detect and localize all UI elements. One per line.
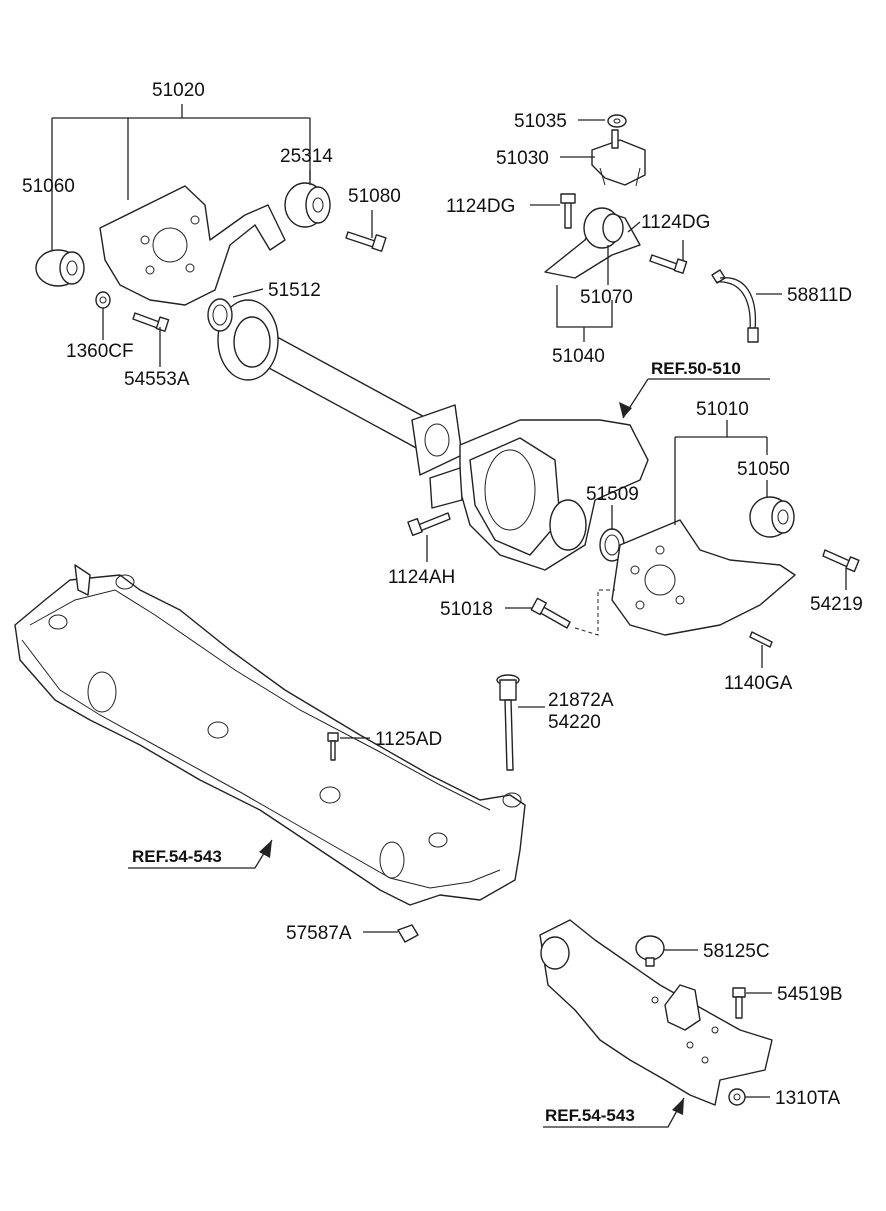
label-51030: 51030 bbox=[496, 148, 549, 169]
crossmember-frame bbox=[14, 564, 526, 906]
ref-50-510-label: REF.50-510 bbox=[651, 359, 741, 378]
clip-57587A bbox=[397, 924, 419, 943]
label-51035: 51035 bbox=[514, 111, 567, 132]
ref-54-543-bottom-label: REF.54-543 bbox=[545, 1106, 635, 1125]
ref-54-543-left-label: REF.54-543 bbox=[132, 847, 222, 866]
label-51512: 51512 bbox=[268, 280, 321, 301]
label-51060: 51060 bbox=[22, 176, 75, 197]
rear-mount-bracket bbox=[611, 519, 796, 636]
bolt-51080 bbox=[345, 231, 387, 252]
mount-bracket-51030 bbox=[591, 129, 646, 187]
label-1140GA: 1140GA bbox=[724, 673, 793, 694]
reference-labels: REF.50-510 REF.54-543 REF.54-543 bbox=[132, 359, 741, 1125]
label-54519B: 54519B bbox=[777, 984, 843, 1005]
label-51509: 51509 bbox=[586, 484, 639, 505]
label-51070: 51070 bbox=[580, 287, 633, 308]
label-51020: 51020 bbox=[152, 80, 205, 101]
label-51040: 51040 bbox=[552, 346, 605, 367]
bolt-21872A bbox=[496, 674, 520, 771]
lower-support-bracket bbox=[539, 919, 773, 1106]
differential-housing bbox=[429, 419, 649, 571]
label-54220: 54220 bbox=[548, 712, 601, 733]
label-1125AD: 1125AD bbox=[375, 729, 442, 750]
label-51050: 51050 bbox=[737, 459, 790, 480]
mount-bracket-51040 bbox=[544, 207, 641, 279]
washer-1360CF bbox=[95, 291, 111, 309]
label-1124DG-left: 1124DG bbox=[446, 196, 515, 217]
front-mount-bracket bbox=[99, 185, 286, 306]
label-57587A: 57587A bbox=[286, 923, 352, 944]
label-54553A: 54553A bbox=[124, 369, 190, 390]
label-51010: 51010 bbox=[696, 399, 749, 420]
bushing-51060 bbox=[35, 249, 85, 287]
bolt-54219 bbox=[822, 549, 860, 573]
bushing-51050 bbox=[749, 496, 795, 538]
axle-tube bbox=[217, 299, 463, 476]
bolt-1125AD bbox=[327, 732, 339, 761]
bolt-1124DG-left bbox=[560, 193, 576, 229]
part-labels: 51020 51060 25314 51080 51512 1360CF 545… bbox=[22, 80, 863, 1109]
label-1124AH: 1124AH bbox=[388, 567, 455, 588]
bolt-1124DG-right bbox=[649, 254, 688, 274]
cap-58125C bbox=[635, 935, 665, 967]
label-51080: 51080 bbox=[348, 186, 401, 207]
nut-1310TA bbox=[728, 1088, 746, 1106]
bushing-25314 bbox=[284, 182, 331, 228]
bolt-1140GA bbox=[749, 631, 773, 648]
label-21872A: 21872A bbox=[548, 690, 614, 711]
label-58125C: 58125C bbox=[703, 941, 770, 962]
bolt-1124AH bbox=[407, 512, 451, 536]
label-1124DG-right: 1124DG bbox=[641, 212, 710, 233]
leader-lines bbox=[51, 104, 847, 1128]
label-1310TA: 1310TA bbox=[775, 1088, 840, 1109]
label-54219: 54219 bbox=[810, 594, 863, 615]
bolt-54519B bbox=[732, 987, 746, 1019]
label-25314: 25314 bbox=[280, 146, 333, 167]
bolt-51018 bbox=[530, 589, 615, 636]
hose-58811D bbox=[711, 269, 759, 343]
bolt-54553A bbox=[132, 312, 170, 332]
label-58811D: 58811D bbox=[787, 285, 852, 306]
seal-51512 bbox=[207, 298, 233, 332]
washer-51035 bbox=[607, 114, 627, 128]
label-1360CF: 1360CF bbox=[66, 341, 134, 362]
label-51018: 51018 bbox=[440, 599, 493, 620]
